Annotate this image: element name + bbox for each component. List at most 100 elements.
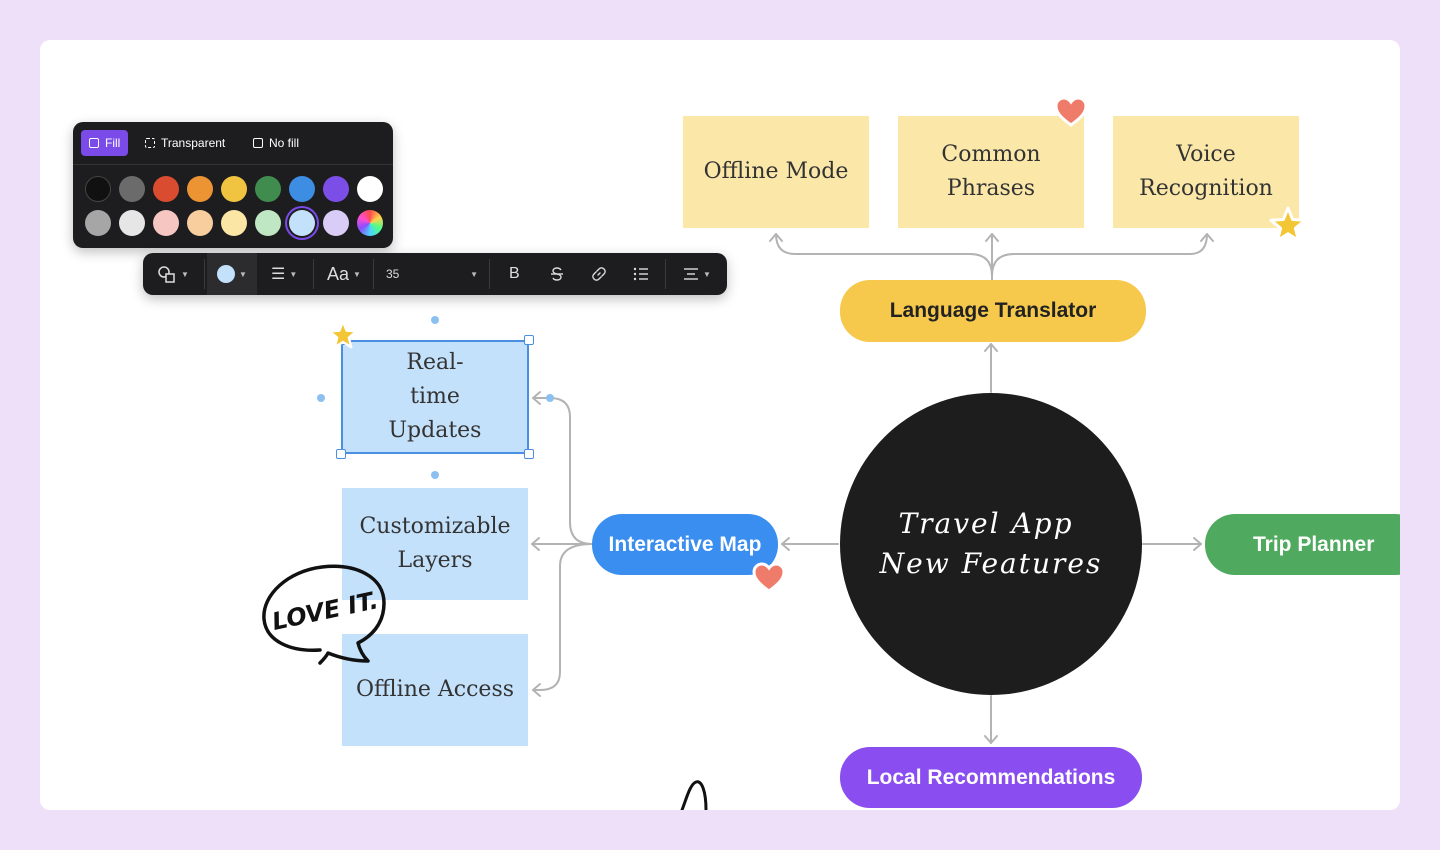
toolbar-divider [373,259,374,289]
resize-handle-bottom-left[interactable] [336,449,346,459]
bold-icon: B [509,265,520,282]
tab-transparent[interactable]: Transparent [137,130,233,156]
love-it-text: LOVE IT. [270,586,381,636]
color-swatch[interactable] [187,210,213,236]
shape-menu-button[interactable]: ▼ [157,253,189,295]
node-label: Trip Planner [1253,532,1375,556]
align-center-icon [684,268,698,280]
toolbar-divider [665,259,666,289]
toolbar-divider [489,259,490,289]
chevron-down-icon: ▼ [703,269,711,279]
strikethrough-icon [551,267,563,281]
tab-label: No fill [269,136,300,150]
chevron-down-icon: ▼ [470,269,478,279]
sticky-text: Common Phrases [941,142,1041,201]
color-swatch[interactable] [289,210,315,236]
color-swatch[interactable] [289,176,315,202]
strikethrough-button[interactable] [549,253,565,295]
tab-label: Transparent [161,136,226,150]
link-button[interactable] [591,253,607,295]
sticky-text: Voice Recognition [1139,142,1273,201]
connector-dot-top[interactable] [431,316,439,324]
fill-color-popover[interactable]: Fill Transparent No fill [73,122,393,248]
center-node-circle[interactable]: Travel App New Features [840,393,1142,695]
star-sticker-icon [1269,206,1307,242]
color-swatch[interactable] [119,210,145,236]
font-icon: Aa [327,263,350,284]
connector-dot-left[interactable] [317,394,325,402]
tab-fill[interactable]: Fill [81,130,129,156]
star-sticker-icon [328,320,358,349]
color-swatch[interactable] [221,176,247,202]
node-language-translator[interactable]: Language Translator [840,280,1146,342]
fill-color-indicator [217,265,236,283]
connector-dot-bottom[interactable] [431,471,439,479]
lines-icon: ☰ [271,266,286,283]
color-swatch[interactable] [255,176,281,202]
color-swatch[interactable] [357,176,383,202]
node-interactive-map[interactable]: Interactive Map [592,514,778,575]
node-label: Language Translator [889,299,1097,322]
color-swatch[interactable] [323,176,349,202]
node-local-recommendations[interactable]: Local Recommendations [840,747,1142,808]
sticky-common-phrases[interactable]: Common Phrases [898,116,1084,228]
resize-handle-bottom-right[interactable] [524,449,534,459]
sticky-text: Customizable Layers [359,514,511,573]
font-menu-button[interactable]: Aa ▼ [327,253,361,295]
center-title-line1: Travel App [898,507,1074,540]
bold-button[interactable]: B [509,253,520,295]
shapes-icon [158,266,175,283]
connector-lines [531,233,1214,744]
sticky-text: Offline Mode [703,159,849,184]
node-trip-planner[interactable]: Trip Planner [1205,514,1400,575]
color-swatch[interactable] [187,176,213,202]
chevron-down-icon: ▼ [353,269,361,279]
chevron-down-icon: ▼ [181,269,189,279]
color-swatch[interactable] [323,210,349,236]
popover-divider [73,164,393,165]
font-size-select[interactable]: 35 ▼ [386,253,478,295]
selection-frame [341,340,529,454]
sticky-text: Real-time Updates [388,350,482,443]
sticky-voice-recognition[interactable]: Voice Recognition [1113,116,1299,228]
tab-label: Fill [105,136,121,150]
resize-handle-top-right[interactable] [524,335,534,345]
fill-square-icon [89,138,99,148]
connector-dot-right[interactable] [546,394,554,402]
sticky-realtime-updates[interactable]: Real-time Updates [342,341,528,453]
color-swatch[interactable] [153,176,179,202]
whiteboard-canvas[interactable]: Offline Mode Common Phrases Voice Recogn… [40,40,1400,810]
color-swatch[interactable] [85,176,111,202]
fill-color-button[interactable]: ▼ [207,253,257,295]
pen-stroke-drawing [680,780,708,810]
color-swatch[interactable] [357,210,383,236]
bullet-list-button[interactable] [633,253,649,295]
toolbar-divider [204,259,205,289]
color-swatch[interactable] [221,210,247,236]
heart-sticker-icon [1054,96,1088,127]
tab-no-fill[interactable]: No fill [245,130,307,156]
border-style-button[interactable]: ☰ ▼ [271,253,297,295]
center-title-line2: New Features [879,547,1103,580]
heart-sticker-icon [752,562,786,593]
color-swatch[interactable] [119,176,145,202]
font-size-value: 35 [386,267,400,281]
node-label: Interactive Map [608,532,762,556]
formatting-toolbar: ▼ ▼ ☰ ▼ Aa ▼ 35 ▼ B [143,253,727,295]
sticky-offline-access[interactable]: Offline Access [342,634,528,746]
color-swatch[interactable] [153,210,179,236]
toolbar-divider [313,259,314,289]
transparent-square-icon [145,138,155,148]
sticky-customizable-layers[interactable]: Customizable Layers [342,488,528,600]
no-fill-square-icon [253,138,263,148]
color-swatch[interactable] [255,210,281,236]
chevron-down-icon: ▼ [239,269,247,279]
bullet-list-icon [633,267,648,281]
text-align-button[interactable]: ▼ [683,253,711,295]
link-icon [592,267,606,281]
sticky-offline-mode[interactable]: Offline Mode [683,116,869,228]
node-label: Local Recommendations [866,765,1116,789]
color-swatch[interactable] [85,210,111,236]
sticky-text: Offline Access [355,677,515,702]
chevron-down-icon: ▼ [289,269,298,279]
